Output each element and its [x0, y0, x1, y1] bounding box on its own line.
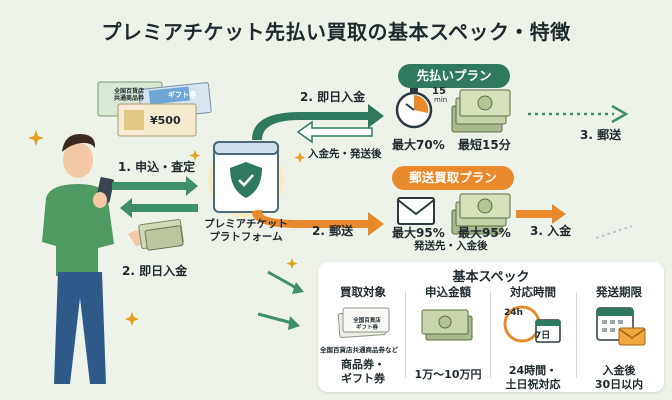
hand-cash-illustration — [128, 218, 184, 251]
clock-calendar-icon — [503, 305, 561, 343]
envelope-icon — [397, 197, 435, 225]
spec-col-target: 買取対象 全国百貨店 ギフト券 全国百貨店共通商品券など 商品券・ ギフト券 — [320, 282, 404, 386]
spec-ticket-label: 全国百貨店 ギフト券 — [344, 318, 390, 332]
spec-value-line2: 土日祝対応 — [505, 378, 561, 391]
ticket-label-1-line2: 共通商品券 — [113, 95, 144, 102]
prepay-plan-badge: 先払いプラン — [398, 64, 510, 88]
cash-icon — [421, 309, 473, 341]
platform-label-line2: プラトフォーム — [209, 231, 283, 243]
platform-label-line1: プレミアチケット — [204, 218, 288, 230]
spec-header: 発送期限 — [596, 285, 642, 299]
gift-ticket-stack — [97, 81, 212, 137]
account-send-label: 入金先・発送後 — [308, 148, 382, 160]
mail-stat-rate-2: 最大95% — [458, 226, 511, 240]
calendar-mail-icon — [596, 307, 646, 346]
account-return-arrow — [296, 120, 373, 144]
prepay-stat-speed: 最短15分 — [458, 138, 511, 152]
calendar-text: 7日 — [535, 331, 551, 341]
spec-value-line1: 24時間・ — [508, 364, 558, 377]
mail-plan-badge: 郵送買取プラン — [392, 166, 514, 190]
ticket-label-1-line1: 全国百貨店 — [113, 88, 144, 95]
apply-label: 1. 申込・査定 — [118, 160, 196, 174]
spec-ticket-label-line2: ギフト券 — [355, 325, 378, 331]
spec-value-line1: 1万〜10万円 — [414, 368, 482, 381]
prepay-stat-rate: 最大70% — [392, 138, 445, 152]
ticket-label-2: ギフト券 — [168, 91, 196, 99]
spec-divider — [405, 292, 406, 378]
platform-label: プレミアチケット プラトフォーム — [200, 218, 292, 244]
spec-title: 基本スペック — [452, 270, 530, 285]
spec-header: 対応時間 — [510, 285, 556, 299]
instant-pay-left-label: 2. 即日入金 — [122, 264, 188, 278]
cash-stack-mail — [451, 193, 511, 235]
mail-stat-rate-1: 最大95% — [392, 226, 445, 240]
stopwatch-icon — [395, 88, 433, 129]
ticket-label-1: 全国百貨店 共通商品券 — [104, 88, 154, 102]
ship-mid-label: 2. 郵送 — [312, 224, 354, 238]
ship-right-label: 3. 郵送 — [580, 128, 622, 142]
person-illustration — [42, 134, 114, 384]
spec-value-line1: 商品券・ — [341, 358, 385, 371]
timer-number: 15 — [432, 86, 446, 97]
spec-value-line1: 入金後 — [602, 364, 636, 377]
ship-arrow — [252, 210, 384, 236]
spec-caption: 全国百貨店共通商品券など — [320, 346, 398, 354]
spec-divider — [490, 292, 491, 378]
instant-pay-arrow — [252, 104, 384, 140]
instant-pay-top-label: 2. 即日入金 — [300, 90, 366, 104]
mail-note: 発送先・入金後 — [414, 240, 488, 252]
deposit-label: 3. 入金 — [530, 224, 572, 238]
timer-unit: min — [434, 96, 448, 104]
apply-arrow — [112, 176, 198, 196]
ticket-icon — [337, 307, 390, 339]
spec-col-hours: 対応時間 24h 7日 24時間・ 土日祝対応 — [492, 282, 574, 391]
cash-stack-prepay — [451, 89, 511, 133]
deposit-arrow — [516, 204, 566, 224]
sparkle-icon — [28, 130, 306, 326]
spec-divider — [576, 292, 577, 378]
spec-col-deadline: 発送期限 入金後 30日以内 — [578, 282, 660, 391]
payback-arrow — [120, 198, 198, 218]
spec-col-amount: 申込金額 1万〜10万円 — [407, 282, 489, 386]
spec-value-line2: ギフト券 — [341, 372, 385, 385]
spec-value-line2: 30日以内 — [594, 378, 644, 391]
spec-header: 買取対象 — [340, 285, 386, 299]
clock-text: 24h — [504, 308, 523, 318]
spec-ticket-label-line1: 全国百貨店 — [353, 318, 381, 324]
spec-header: 申込金額 — [425, 285, 471, 299]
platform-window — [208, 141, 284, 218]
ticket-label-3: ¥500 — [150, 114, 181, 127]
page-title: プレミアチケット先払い買取の基本スペック・特徴 — [101, 20, 571, 44]
